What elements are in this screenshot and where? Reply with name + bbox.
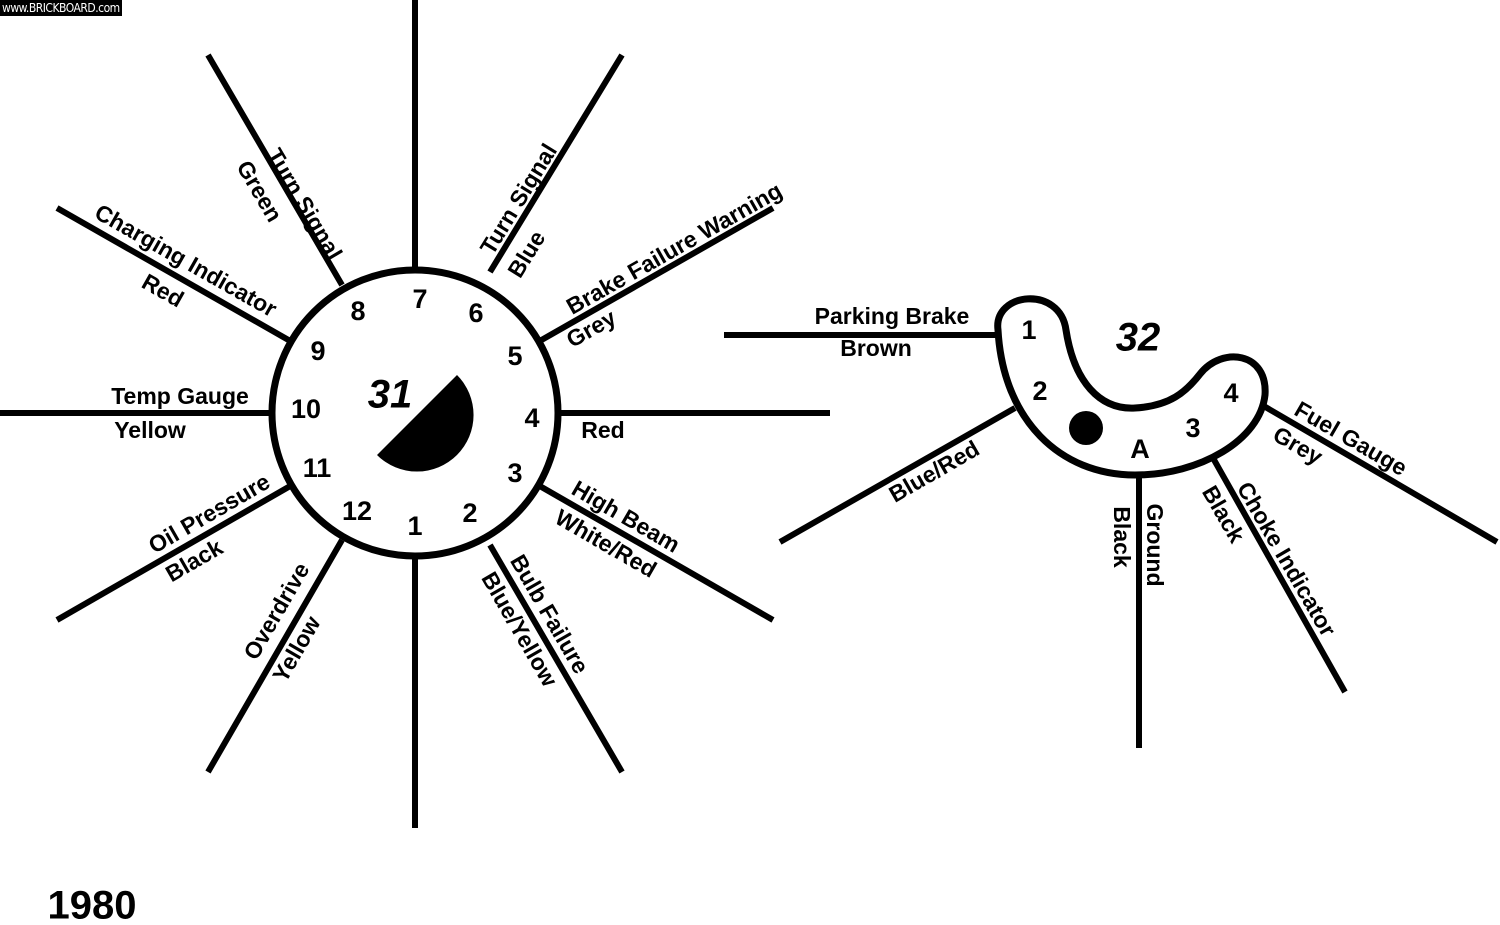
pin-12: 12	[342, 496, 372, 526]
label-charging-indicator: Charging Indicator	[91, 199, 282, 322]
label-brake-failure: Brake Failure Warning	[562, 177, 787, 319]
label-color-red: Red	[581, 417, 624, 443]
label-color-brown: Brown	[840, 335, 912, 361]
pin-2: 2	[462, 498, 477, 528]
connector-31-key	[377, 375, 474, 472]
connector-31-pins: 1 2 3 4 5 6 7 8 9 10 11 12	[291, 284, 540, 541]
wire-brake-failure	[536, 205, 775, 345]
label-temp-gauge: Temp Gauge	[111, 383, 249, 409]
wire-oil-pressure	[55, 482, 294, 623]
wire-blue-red	[778, 405, 1017, 545]
wire-fuel-gauge	[1260, 402, 1499, 545]
label-color-black: Black	[1109, 506, 1135, 568]
label-parking-brake: Parking Brake	[815, 303, 970, 329]
wire-charging	[55, 205, 294, 345]
wire-high-beam	[536, 482, 775, 623]
connector-31-wires	[0, 0, 830, 828]
pin-6: 6	[468, 298, 483, 328]
pin-1: 1	[407, 511, 422, 541]
wire-choke-indicator	[1210, 456, 1348, 694]
pin-3: 3	[1185, 413, 1200, 443]
label-color-red: Red	[138, 268, 189, 312]
pin-1: 1	[1021, 315, 1036, 345]
label-color-yellow: Yellow	[114, 417, 186, 443]
wire-bulb-failure	[487, 543, 625, 774]
year-label: 1980	[48, 884, 137, 925]
connector-32-id: 32	[1116, 316, 1161, 360]
pin-11: 11	[303, 453, 332, 483]
connector-32-wires	[724, 332, 1499, 748]
connector-31-id: 31	[368, 373, 413, 417]
watermark: www.BRICKBOARD.com	[0, 0, 122, 16]
wire-turn-signal-blue	[487, 53, 625, 274]
connector-31-body	[268, 266, 562, 560]
connector-32-body	[994, 295, 1269, 479]
pin-10: 10	[291, 394, 321, 424]
pin-5: 5	[507, 341, 522, 371]
pin-8: 8	[350, 296, 365, 326]
pin-2: 2	[1032, 376, 1047, 406]
pin-a: A	[1130, 434, 1150, 464]
label-choke-indicator: Choke Indicator	[1232, 477, 1341, 641]
pin-4: 4	[524, 403, 539, 433]
pin-9: 9	[310, 336, 325, 366]
connector-32-key-dot	[1069, 411, 1103, 445]
pin-3: 3	[507, 458, 522, 488]
pin-7: 7	[412, 284, 427, 314]
label-ground: Ground	[1142, 503, 1168, 586]
pin-4: 4	[1223, 378, 1238, 408]
wire-turn-signal-green	[205, 53, 345, 287]
wire-overdrive	[205, 538, 345, 774]
